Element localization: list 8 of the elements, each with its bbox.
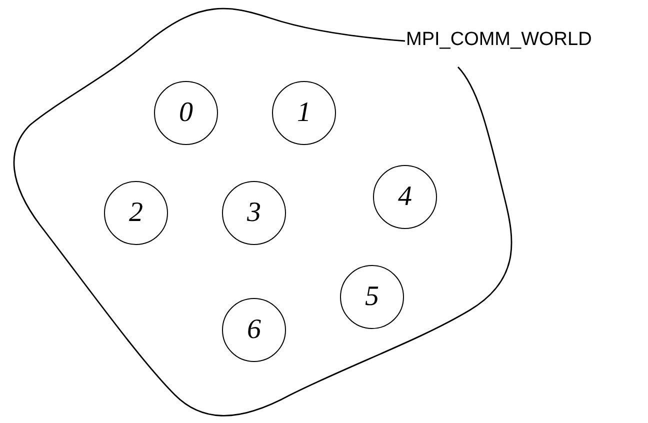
- process-circle: 4: [373, 165, 437, 229]
- process-circle: 5: [340, 265, 404, 329]
- process-circle: 3: [222, 181, 286, 245]
- process-circle: 1: [272, 81, 336, 145]
- communicator-label: MPI_COMM_WORLD: [406, 29, 592, 51]
- process-circle: 6: [222, 298, 286, 362]
- process-circle: 0: [154, 81, 218, 145]
- process-circle: 2: [104, 181, 168, 245]
